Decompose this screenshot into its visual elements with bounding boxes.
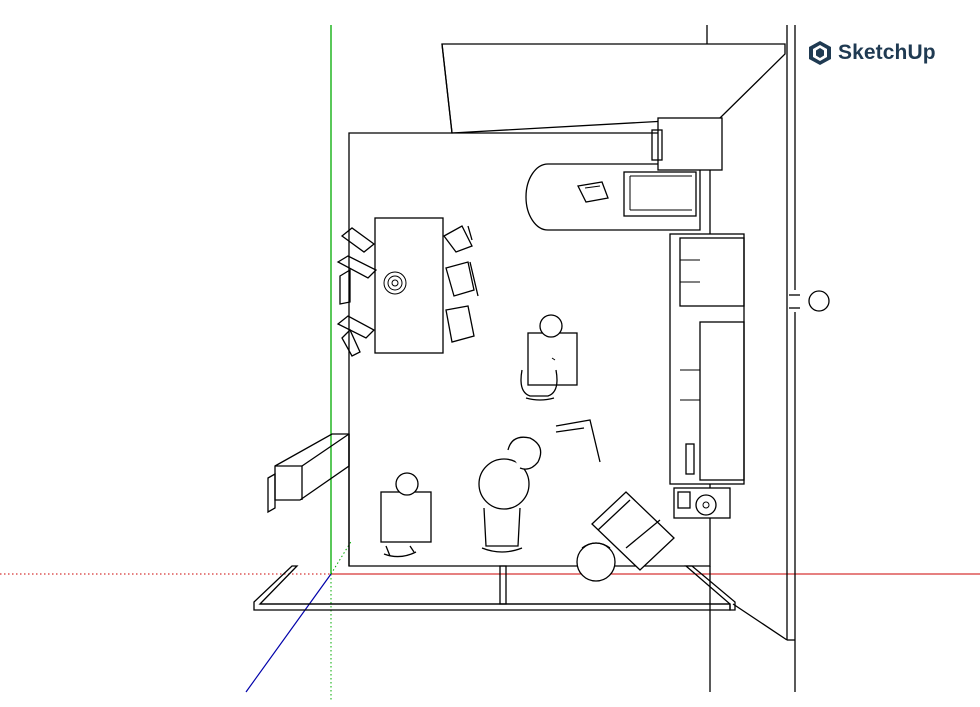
door-knob-icon[interactable] xyxy=(808,290,830,312)
coffee-machine[interactable] xyxy=(673,487,731,519)
wall-edge xyxy=(732,603,788,641)
sink xyxy=(577,181,609,203)
office-chair[interactable] xyxy=(520,314,563,401)
sketchup-logo-icon xyxy=(809,41,831,65)
centerpiece xyxy=(383,271,407,295)
back-wall xyxy=(441,43,786,134)
blue-axis xyxy=(245,573,332,693)
kitchen-island[interactable] xyxy=(525,163,701,231)
logo-text: SketchUp xyxy=(838,41,936,64)
desk[interactable] xyxy=(527,332,578,386)
refrigerator[interactable] xyxy=(651,117,723,171)
axes xyxy=(0,25,980,702)
dining-chair[interactable] xyxy=(336,225,479,357)
railing[interactable] xyxy=(253,565,736,611)
kitchen-counter[interactable] xyxy=(669,233,745,485)
stove xyxy=(623,171,697,217)
app-logo: SketchUp xyxy=(808,40,936,66)
round-stool[interactable] xyxy=(576,542,616,582)
room-shell[interactable] xyxy=(348,25,830,692)
side-table[interactable] xyxy=(380,491,432,543)
lounge-chair[interactable] xyxy=(555,419,675,571)
window-seat[interactable] xyxy=(267,433,350,514)
armchair[interactable] xyxy=(478,436,542,553)
dining-table[interactable] xyxy=(374,217,444,354)
back-wall-edge xyxy=(441,43,453,134)
office-chair[interactable] xyxy=(383,472,419,558)
